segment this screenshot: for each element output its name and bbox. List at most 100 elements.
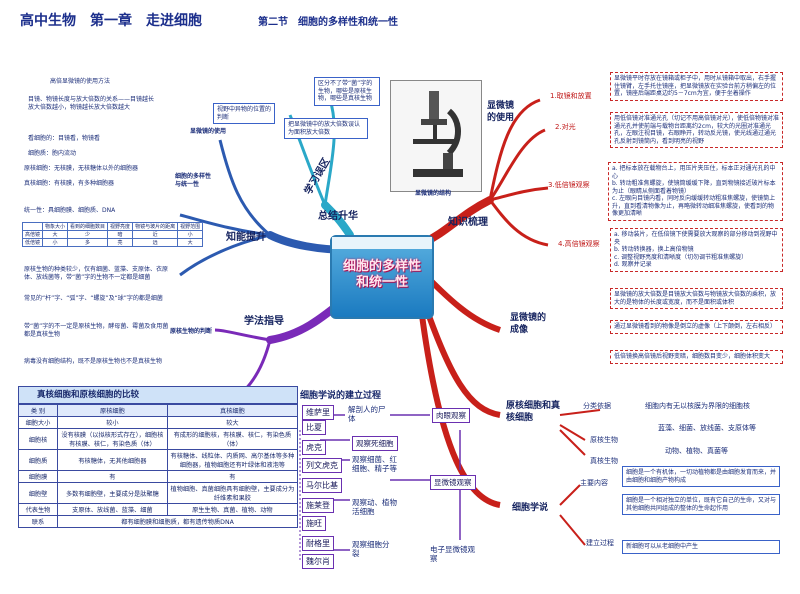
comparison-table: 类 别原核细胞真核细胞细胞大小较小较大细胞核没有核膜（以拟核形式存在），细胞核有… xyxy=(18,404,299,528)
prok-label: 原核生物 xyxy=(590,436,618,444)
mini-cell: 大 xyxy=(177,238,204,247)
table-cell: 原生生物、真菌、植物、动物 xyxy=(166,503,299,516)
branch-knowledge: 知识梳理 xyxy=(448,217,488,228)
table-title: 真核细胞和原核细胞的比较 xyxy=(18,386,298,404)
cell-type-prok: 原核细胞：无核膜，无核糖体以外的细胞器 xyxy=(24,165,139,172)
note-cytoplasm: 细胞质：胞内流动 xyxy=(28,150,77,157)
imaging-2: 通过显微镜看到的物像是倒立的虚像（上下颠倒，左右相反） xyxy=(610,320,783,334)
node-unify: 细胞的多样性与统一性 xyxy=(175,173,212,188)
step-label-3: 3.低倍镜观察 xyxy=(548,181,590,189)
scientist-2: 比夏 xyxy=(302,420,326,435)
mini-cell: 大 xyxy=(42,230,69,239)
node-microscope-use: 显微镜的使用 xyxy=(487,101,515,123)
mini-cell: 低倍镜 xyxy=(21,238,44,247)
center-title: 细胞的多样性和统一性 xyxy=(342,259,421,290)
mini-header-cell: 视野范围 xyxy=(177,222,204,231)
table-cell: 较小 xyxy=(57,416,168,429)
mini-cell: 近 xyxy=(132,230,179,239)
center-node: 细胞的多样性和统一性 xyxy=(330,235,434,319)
main-item-3: 新细胞可以从老细胞中产生 xyxy=(622,540,780,554)
scientist-7: 施旺 xyxy=(302,516,326,531)
table-cell: 多数有细胞壁，主要成分是肽聚糖 xyxy=(57,482,168,504)
table-cell: 有 xyxy=(166,470,299,483)
mini-header-cell: 物象大小 xyxy=(42,222,69,231)
judge-note-4: 病毒没有细胞结构，既不是原核生物也不是真核生物 xyxy=(24,358,163,365)
mini-cell: 暗 xyxy=(107,230,134,239)
table-cell: 有成形的细胞核，有核膜、核仁，有染色质（体） xyxy=(166,428,299,450)
judge-note-2: 常见的“杆”字、“弧”字、“螺旋”及“球”字的都是细菌 xyxy=(24,295,163,302)
section-title: 第二节 细胞的多样性和统一性 xyxy=(258,17,398,28)
step-text-1: 显微镜平时存放在镜箱或柜子中，用时从镜箱中取出，右手握住镜臂，左手托住镜座，把显… xyxy=(610,72,783,101)
mini-cell: 小 xyxy=(42,238,69,247)
table-header-cell: 类 别 xyxy=(18,404,58,417)
event-2: 肉眼观察 xyxy=(432,408,470,423)
note-view: 看细胞的：目镜看，物镜看 xyxy=(28,135,101,142)
step-text-4: a. 移动装片，在低倍镜下使需要放大观察的部分移动到视野中央 b. 转动转换器，… xyxy=(610,228,783,272)
table-cell: 没有核膜（以拟核形式存在），细胞核有核膜、核仁，有染色质（体） xyxy=(57,428,168,450)
mini-cell: 亮 xyxy=(107,238,134,247)
event-6: 观察动、植物活细胞 xyxy=(352,498,397,516)
build-label: 建立过程 xyxy=(586,539,614,547)
main-item-2: 细胞是一个相对独立的单位，既有它自己的生命，又对与其他细胞共同组成的整体的生命起… xyxy=(622,494,780,515)
cell-type-unity: 统一性：具细胞膜、细胞质、DNA xyxy=(24,207,116,214)
imaging-3: 低倍镜换高倍镜后视野变暗，细胞数目变少，细胞体积变大 xyxy=(610,350,783,364)
table-header-cell: 原核细胞 xyxy=(57,404,168,417)
judge-note-3: 带“菌”字的不一定是原核生物，酵母菌、霉菌及食用菌都是真核生物 xyxy=(24,323,169,338)
mini-cell: 少 xyxy=(67,230,109,239)
history-title: 细胞学说的建立过程 xyxy=(300,391,382,401)
cell-type-euk: 真核细胞：有核膜，有多种细胞器 xyxy=(24,180,115,187)
table-row: 联系都有细胞膜和细胞质，都有遗传物质DNA xyxy=(18,515,298,528)
mini-header-cell: 视野亮度 xyxy=(107,222,134,231)
microscope-diagram xyxy=(390,80,482,192)
table-cell: 细胞大小 xyxy=(18,416,58,429)
main-label: 主要内容 xyxy=(580,479,608,487)
event-8: 电子显微镜观察 xyxy=(430,545,475,563)
event-7: 观察细胞分裂 xyxy=(352,540,390,558)
table-cell: 有 xyxy=(57,470,168,483)
mini-cell: 远 xyxy=(132,238,179,247)
wrong-box: 区分不了带“菌”字的生物，哪些是原核生物，哪些是真核生物 xyxy=(314,77,380,106)
method-title: 高倍显微镜的使用方法 xyxy=(50,78,111,85)
scientist-4: 列文虎克 xyxy=(302,458,342,473)
table-row: 细胞质有核糖体，无其他细胞器有核糖体、线粒体、内质网、高尔基体等多种细胞器，植物… xyxy=(18,449,299,471)
scientist-8: 耐格里 xyxy=(302,536,334,551)
page-title: 高中生物 第一章 走进细胞 xyxy=(20,13,202,29)
scientist-9: 魏尔肖 xyxy=(302,554,334,569)
table-cell: 联系 xyxy=(18,515,58,528)
class-text: 细胞内有无以核膜为界限的细胞核 xyxy=(645,402,750,410)
branch-method: 学法指导 xyxy=(244,316,284,327)
event-4: 观察细菌、红细胞、精子等 xyxy=(352,455,397,473)
table-row: 细胞壁多数有细胞壁，主要成分是肽聚糖植物细胞、真菌细胞具有细胞壁，主要成分为纤维… xyxy=(18,482,299,504)
mini-header-cell xyxy=(21,222,44,231)
node-prok-euk: 原核细胞和真核细胞 xyxy=(506,401,561,423)
table-cell: 细胞壁 xyxy=(18,482,58,504)
table-cell: 较大 xyxy=(166,416,299,429)
table-header-row: 类 别原核细胞真核细胞 xyxy=(18,404,299,417)
table-cell: 有核糖体、线粒体、内质网、高尔基体等多种细胞器，植物细胞还有叶绿体和液泡等 xyxy=(166,449,299,471)
mini-cell: 高倍镜 xyxy=(21,230,44,239)
mini-compare-table: 物象大小看到的细胞数目视野亮度物镜与玻片的距离视野范围 高倍镜大少暗近小 低倍镜… xyxy=(21,222,204,247)
judge-note-1: 原核生物的种类较少，仅有细菌、蓝藻、支原体、衣原体、放线菌等，带“菌”字的生物不… xyxy=(24,266,169,281)
branch-ability: 知能提升 xyxy=(226,232,266,243)
table-cell: 代表生物 xyxy=(18,503,58,516)
table-cell: 都有细胞膜和细胞质，都有遗传物质DNA xyxy=(57,515,298,528)
table-cell: 细胞膜 xyxy=(18,470,58,483)
center-binder xyxy=(332,237,432,249)
node-judge: 原核生物的判断 xyxy=(170,328,213,335)
event-3: 观察死细胞 xyxy=(352,436,398,451)
microscope-icon xyxy=(413,91,463,177)
scientist-5: 马尔比基 xyxy=(302,478,342,493)
table-row: 细胞膜有有 xyxy=(18,470,299,483)
imaging-1: 显微镜的放大倍数是目镜放大倍数与物镜放大倍数的乘积，放大的是物体的长度或宽度，而… xyxy=(610,288,783,309)
euk-text: 动物、植物、真菌等 xyxy=(665,447,728,455)
mini-cell: 小 xyxy=(177,230,204,239)
event-1: 解剖人的尸体 xyxy=(348,405,386,423)
table-row: 细胞核没有核膜（以拟核形式存在），细胞核有核膜、核仁，有染色质（体）有成形的细胞… xyxy=(18,428,299,450)
node-cell-theory: 细胞学说 xyxy=(512,503,549,513)
prok-text: 蓝藻、细菌、放线菌、支原体等 xyxy=(658,424,756,432)
magnify-box: 把显微镜中的放大倍数误认为面积放大倍数 xyxy=(284,118,368,139)
note-eyepiece: 目镜、物镜长度与放大倍数的关系——目镜越长放大倍数越小，物镜越长放大倍数越大 xyxy=(28,96,155,111)
table-cell: 细胞质 xyxy=(18,449,58,471)
scientist-3: 虎克 xyxy=(302,440,326,455)
euk-label: 真核生物 xyxy=(590,457,618,465)
